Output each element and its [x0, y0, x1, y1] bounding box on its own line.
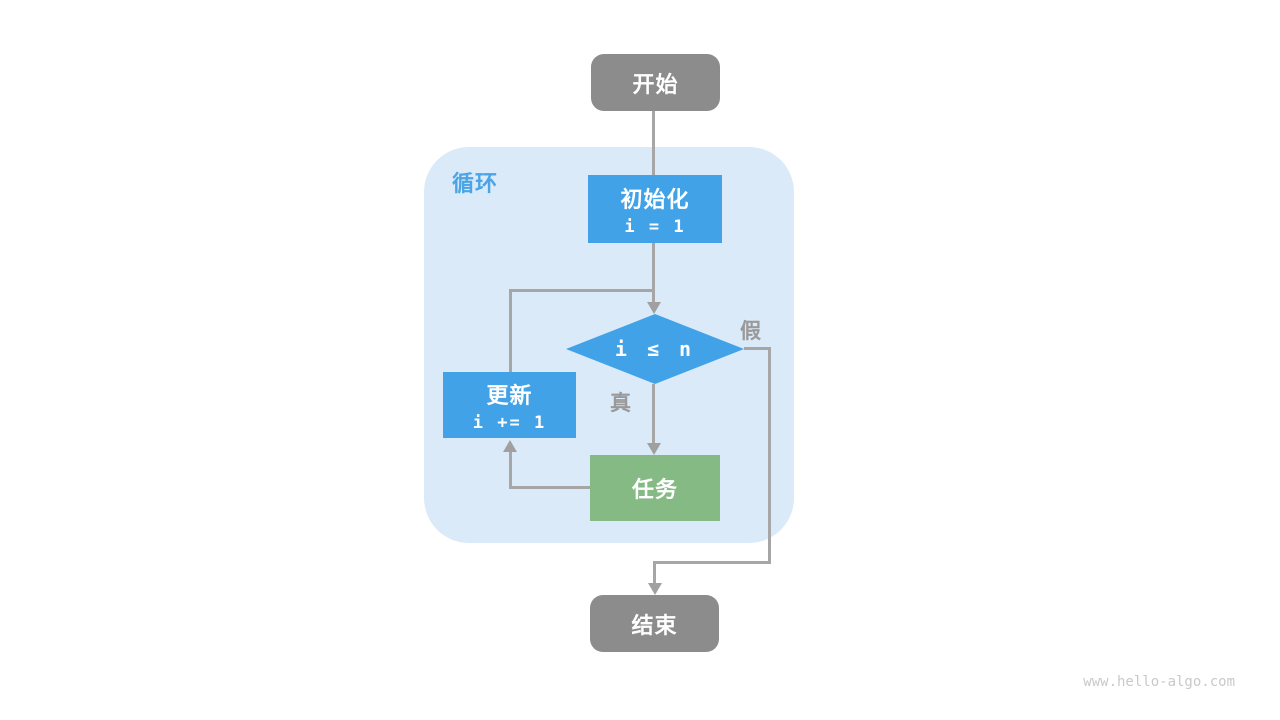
task-node: 任务	[590, 455, 720, 521]
end-node: 结束	[590, 595, 719, 652]
edge-false-branch-horizontal-bottom	[653, 561, 771, 564]
edge-false-branch-horizontal-top	[744, 347, 771, 350]
init-node-title: 初始化	[620, 186, 690, 212]
edge-init-to-condition	[652, 243, 655, 304]
start-node: 开始	[591, 54, 720, 111]
arrowhead-into-condition	[647, 302, 661, 314]
edge-false-branch-vertical	[768, 347, 771, 564]
edge-task-to-update-horizontal	[511, 486, 591, 489]
init-node-code: i = 1	[624, 216, 686, 237]
arrowhead-into-task	[647, 443, 661, 455]
loop-region-label: 循环	[452, 171, 499, 196]
update-node-code: i += 1	[472, 412, 547, 433]
update-node: 更新 i += 1	[443, 372, 576, 438]
condition-node-label: i ≤ n	[614, 337, 696, 361]
arrowhead-into-update	[503, 440, 517, 452]
task-node-label: 任务	[631, 477, 678, 502]
start-node-label: 开始	[632, 71, 679, 97]
watermark-text: www.hello-algo.com	[1083, 674, 1235, 690]
init-node: 初始化 i = 1	[588, 175, 722, 243]
edge-update-loopback-vertical	[509, 289, 512, 373]
false-branch-label: 假	[740, 320, 761, 343]
edge-start-to-init	[652, 111, 655, 175]
true-branch-label: 真	[610, 392, 631, 415]
edge-update-loopback-horizontal	[509, 289, 655, 292]
edge-task-to-update-vertical	[509, 451, 512, 489]
arrowhead-into-end	[648, 583, 662, 595]
edge-condition-to-task	[652, 384, 655, 443]
end-node-label: 结束	[631, 612, 678, 638]
update-node-title: 更新	[486, 382, 533, 408]
edge-false-branch-to-end	[653, 561, 656, 584]
